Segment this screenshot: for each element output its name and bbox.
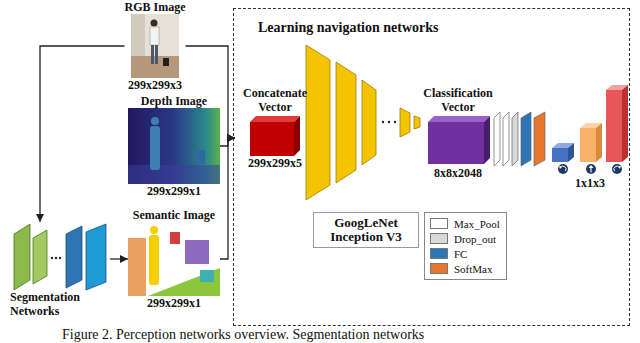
node-label: 299x299x1 bbox=[147, 184, 201, 198]
semantic-image bbox=[128, 222, 220, 296]
node-label: Segmentation Networks bbox=[10, 290, 100, 318]
output-block: 1x1x3 bbox=[552, 84, 628, 190]
image-space bbox=[552, 84, 628, 176]
figure-caption: Figure 2. Perception networks overview. … bbox=[62, 327, 424, 342]
legend-swatch bbox=[430, 248, 448, 259]
image-space bbox=[128, 222, 220, 296]
node-label: RGB Image bbox=[125, 0, 186, 14]
flow-arrow bbox=[186, 46, 236, 138]
image-space bbox=[425, 114, 491, 166]
legend-row: Max_Pool bbox=[430, 216, 500, 231]
legend-box: Max_PoolDrop_outFC SoftMax bbox=[424, 212, 507, 280]
network-block: Segmentation Networks bbox=[10, 222, 110, 318]
flow-arrow bbox=[40, 46, 125, 222]
node-label: 8x8x2048 bbox=[434, 166, 482, 180]
node-label: 1x1x3 bbox=[575, 176, 605, 190]
legend-label: Drop_out bbox=[454, 233, 496, 245]
node-label: 299x299x1 bbox=[147, 296, 201, 310]
image-space bbox=[10, 222, 110, 290]
legend-label: FC bbox=[454, 248, 467, 260]
vector-block: Concatenate Vector 299x299x5 bbox=[235, 86, 315, 170]
depth-image bbox=[128, 108, 220, 184]
image-panel: RGB Image 299x299x3 bbox=[125, 0, 186, 92]
node-label: Classification Vector bbox=[416, 86, 500, 114]
node-label: 299x299x5 bbox=[248, 156, 302, 170]
legend-row: SoftMax bbox=[430, 261, 500, 276]
legend-row: Drop_out bbox=[430, 231, 500, 246]
image-space bbox=[130, 14, 180, 78]
node-label: GoogLeNet Inception V3 bbox=[320, 216, 412, 244]
legend-swatch bbox=[430, 218, 448, 229]
segmentation-icon bbox=[14, 224, 106, 290]
legend-label: Max_Pool bbox=[454, 218, 500, 230]
flow-arrow bbox=[110, 258, 128, 259]
rgb-photo bbox=[131, 14, 179, 78]
direction-icons bbox=[558, 164, 622, 174]
network-label-box: GoogLeNet Inception V3 bbox=[313, 212, 419, 248]
image-space bbox=[245, 114, 305, 156]
legend-swatch bbox=[430, 263, 448, 274]
concat-block bbox=[250, 116, 300, 156]
node-label: Depth Image bbox=[141, 94, 207, 108]
node-label: Concatenate Vector bbox=[235, 86, 315, 114]
vector-block: Classification Vector 8x8x2048 bbox=[416, 86, 500, 180]
layer-stack bbox=[494, 112, 545, 166]
image-panel: Depth Image 299x299x1 bbox=[128, 94, 220, 198]
inception-layers bbox=[306, 45, 420, 200]
image-space bbox=[128, 108, 220, 184]
group-heading: Learning navigation networks bbox=[258, 20, 438, 36]
legend-row: FC bbox=[430, 246, 500, 261]
image-panel: Semantic Image 299x299x1 bbox=[128, 208, 220, 310]
legend-swatch bbox=[430, 233, 448, 244]
legend-label: SoftMax bbox=[454, 263, 493, 275]
output-bars bbox=[552, 85, 628, 162]
classification-block bbox=[428, 116, 490, 164]
node-label: Semantic Image bbox=[133, 208, 215, 222]
node-label: 299x299x3 bbox=[128, 78, 182, 92]
